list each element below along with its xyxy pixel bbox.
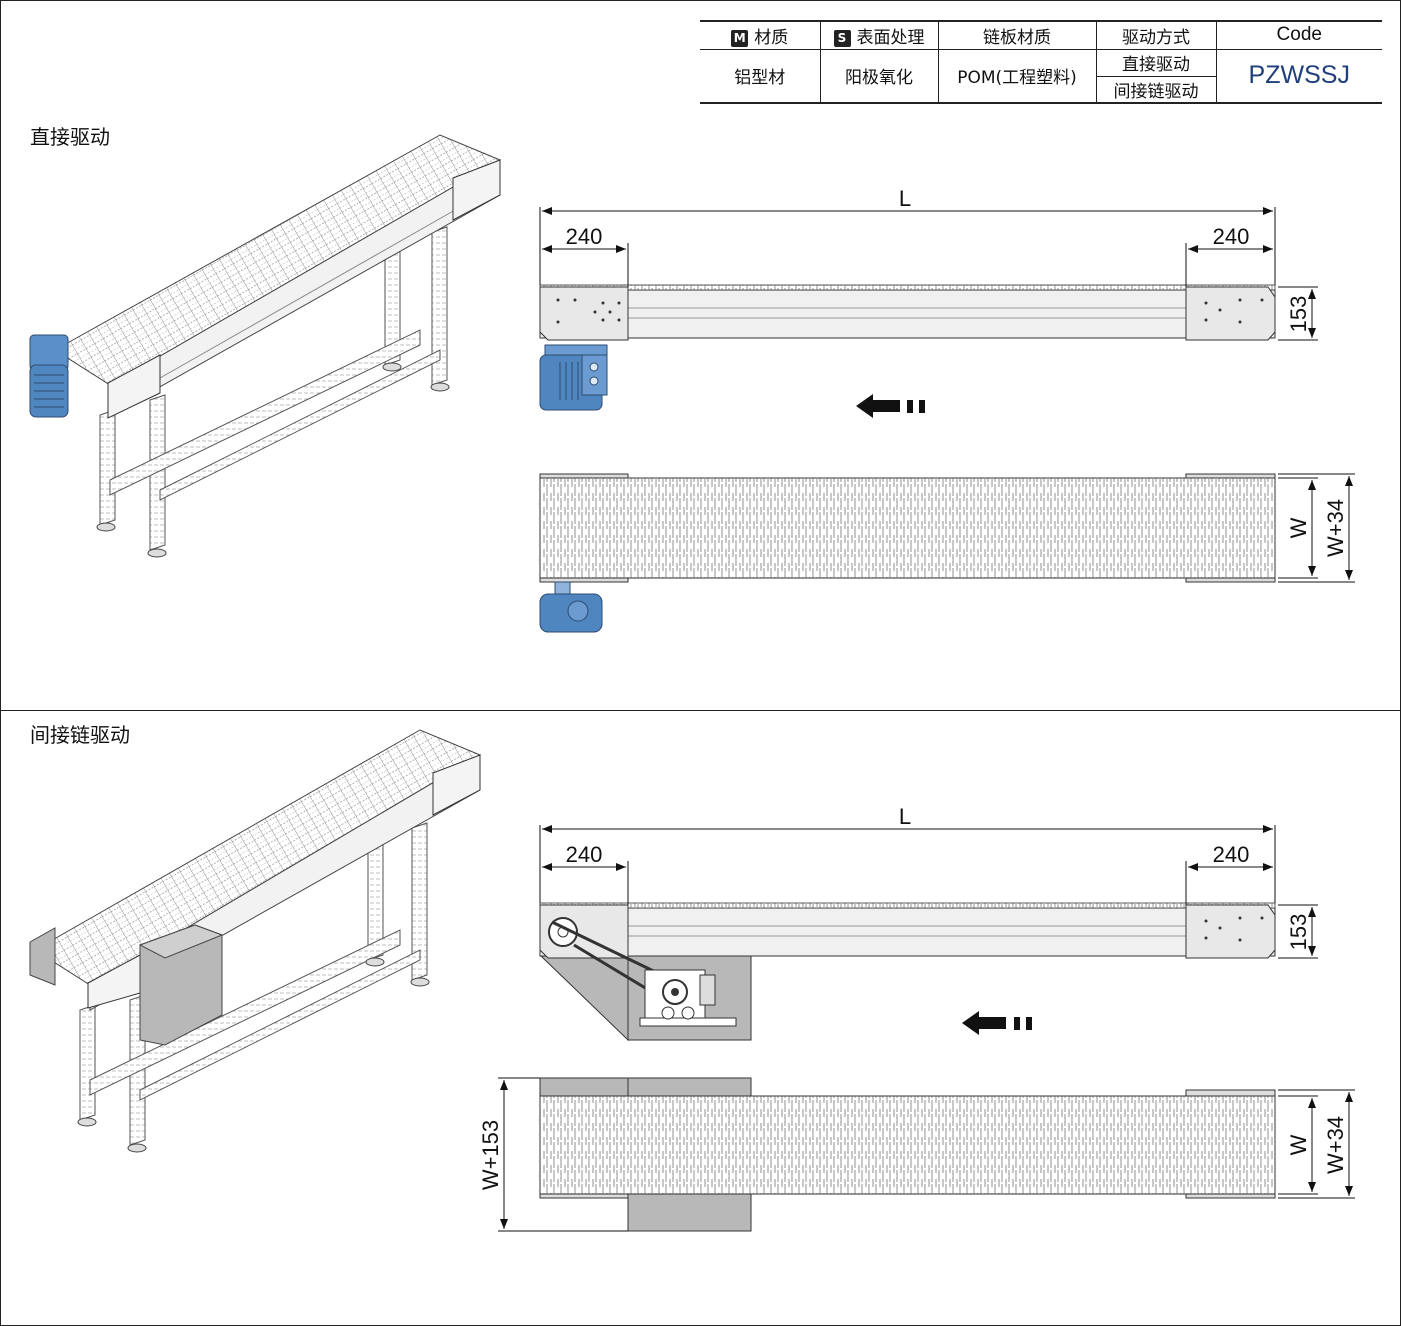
dim-width: W: [1286, 517, 1311, 538]
cell-material: 铝型材: [700, 49, 820, 104]
top-view-indirect: [539, 1077, 1276, 1232]
motor-side-icon: [539, 344, 608, 411]
dim-left-end-2: 240: [566, 842, 603, 867]
dims-direct: [539, 207, 1318, 341]
cell-code: PZWSSJ: [1215, 49, 1382, 104]
side-view-direct: [539, 284, 1276, 411]
motor-icon: [29, 334, 69, 418]
section-title-indirect: 间接链驱动: [30, 723, 130, 747]
dim-width-2: W: [1286, 1134, 1311, 1155]
dim-left-end: 240: [566, 224, 603, 249]
section-title-direct: 直接驱动: [30, 125, 110, 149]
top-view-direct: [539, 473, 1276, 633]
cell-drive-indirect: 间接链驱动: [1095, 75, 1216, 104]
dim-length: L: [899, 186, 911, 211]
dim-width-total-2: W+34: [1323, 1116, 1348, 1174]
header-drive: 驱动方式: [1095, 20, 1216, 50]
dim-width-total: W+34: [1323, 499, 1348, 557]
header-chain-material: 链板材质: [937, 20, 1096, 50]
left-arrow-icon: [962, 1011, 1032, 1035]
cell-surface: 阳极氧化: [819, 49, 938, 104]
side-view-indirect: [539, 902, 1276, 1042]
end-plate-right: [1185, 286, 1276, 341]
dim-right-end-2: 240: [1213, 842, 1250, 867]
dim-length-2: L: [899, 804, 911, 829]
chain-drive-icon: [548, 917, 737, 1027]
end-plate-left: [539, 286, 629, 341]
dim-height: 153: [1286, 296, 1311, 333]
header-code: Code: [1215, 20, 1382, 50]
iso-view-direct: [29, 134, 502, 558]
motor-top-icon: [539, 581, 603, 633]
iso-view-indirect: [29, 729, 482, 1153]
cell-drive-direct: 直接驱动: [1095, 49, 1216, 76]
cell-chain-material: POM(工程塑料): [937, 49, 1096, 104]
dim-height-2: 153: [1286, 914, 1311, 951]
dim-right-end: 240: [1213, 224, 1250, 249]
left-arrow-icon: [856, 394, 925, 418]
dim-width-motor: W+153: [478, 1120, 503, 1190]
section-divider: [0, 710, 1401, 711]
iso-end-plate: [107, 354, 161, 419]
